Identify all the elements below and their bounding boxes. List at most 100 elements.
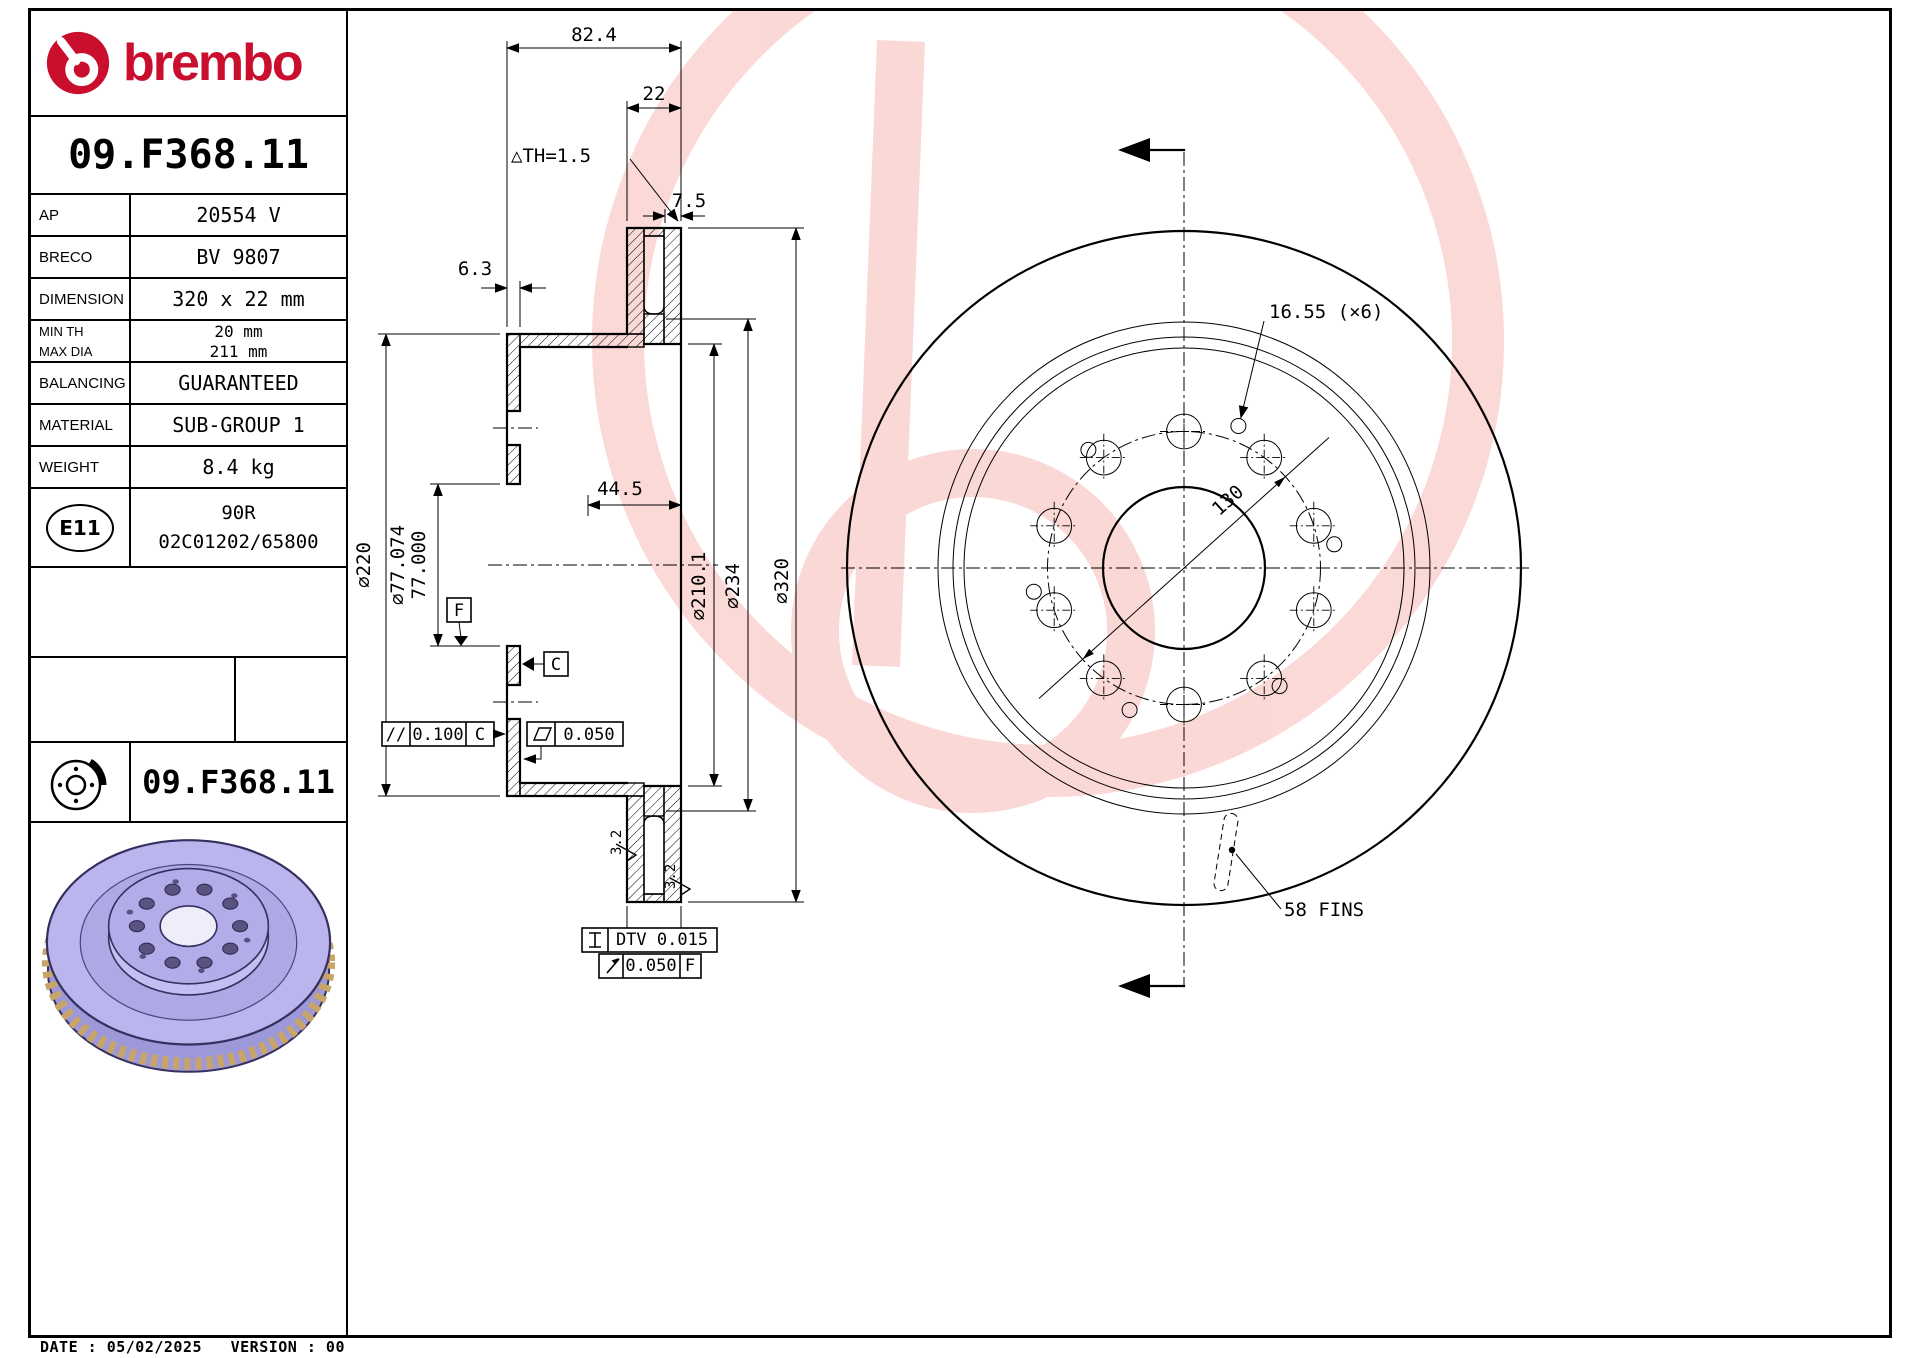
- dim-dia-inner-friction: ⌀210.1: [688, 552, 710, 621]
- brake-disc-icon: [50, 759, 107, 811]
- hat-circle: [952, 336, 1416, 800]
- e11-badge: E11: [46, 503, 114, 552]
- part-number: 09.F368.11: [31, 117, 346, 195]
- roughness-value: 3.2: [663, 864, 679, 889]
- spec-label: MATERIAL: [31, 405, 131, 445]
- datum-c: C: [522, 651, 569, 677]
- spec-row-breco: BRECO BV 9807: [31, 237, 346, 279]
- extension-lines: [378, 41, 804, 928]
- small-holes-label: 16.55 (×6): [1269, 301, 1383, 323]
- dim-dia-outer: ⌀320: [771, 558, 793, 604]
- dim-small-holes: 16.55 (×6): [1238, 301, 1383, 419]
- brand-wordmark: brembo: [123, 34, 304, 92]
- brand-block: brembo: [31, 11, 346, 117]
- brembo-emblem: [46, 31, 110, 95]
- spec-label: BRECO: [31, 237, 131, 277]
- dtv-frame: DTV 0.015: [581, 927, 718, 953]
- friction-inner-circle: [963, 347, 1405, 789]
- homologation-line1: 90R: [221, 502, 256, 524]
- parallelism-value: 0.100: [412, 725, 463, 745]
- spec-label: MAX DIA: [31, 342, 131, 361]
- homologation-line2: 02C01202/65800: [158, 530, 319, 553]
- bolt-holes: [128, 883, 249, 969]
- spec-value: GUARANTEED: [178, 371, 299, 395]
- spec-row-minth: MIN TH 20 mm: [31, 321, 346, 342]
- fins-label: 58 FINS: [1284, 899, 1364, 921]
- hole-crosshairs: [1030, 407, 1338, 729]
- fin-leader-dot: [1228, 846, 1236, 854]
- dim-dia-hat: ⌀220: [353, 542, 375, 588]
- runout-value: 0.050: [625, 956, 676, 976]
- spec-label: MIN TH: [31, 321, 131, 342]
- outer-diameter-circle: [845, 229, 1523, 907]
- disc-render-area: [36, 823, 341, 1091]
- vent-channel-bottom: [643, 815, 665, 895]
- datum-f-label: F: [454, 601, 464, 621]
- fins-note: 58 FINS: [1213, 812, 1364, 921]
- spec-value: 211 mm: [209, 342, 268, 361]
- homologation-row: E11 90R 02C01202/65800: [31, 489, 346, 568]
- dim-bore-min: 77.000: [408, 531, 430, 600]
- section-view-arrow-top: [1118, 138, 1186, 162]
- dim-flange-thickness: 6.3: [458, 258, 492, 280]
- drawing-frame: brembo 09.F368.11 AP 20554 V BRECO BV 98…: [28, 8, 1892, 1338]
- front-view: 130 16.55 (×6) 58 FINS: [841, 138, 1529, 998]
- homologation-badge-cell: E11: [31, 489, 131, 566]
- flatness-frame: 0.050: [523, 721, 624, 764]
- vent-channel-top: [643, 235, 665, 315]
- section-view-arrow-bottom: [1118, 974, 1186, 998]
- dtv-icon: [589, 932, 601, 948]
- runout-frame: 0.050 F: [598, 953, 702, 979]
- dim-overall-width: 82.4: [571, 24, 617, 46]
- dim-thickness: 22: [643, 83, 666, 105]
- bolt-circle: [1047, 431, 1321, 705]
- brembo-watermark: [592, 11, 1504, 813]
- small-holes: [126, 879, 251, 974]
- sidebar: brembo 09.F368.11 AP 20554 V BRECO BV 98…: [31, 11, 348, 1335]
- spec-value: 8.4 kg: [202, 455, 275, 479]
- dim-bore-max: ⌀77.074: [387, 525, 409, 605]
- center-bore-circle: [1101, 485, 1267, 651]
- spec-row-maxdia: MAX DIA 211 mm: [31, 342, 346, 363]
- disc-3d-render: [41, 839, 336, 1073]
- dim-offset: 7.5: [672, 190, 706, 212]
- spec-row-dimension: DIMENSION 320 x 22 mm: [31, 279, 346, 321]
- spec-value: 20554 V: [196, 203, 281, 227]
- blank-row-2: [31, 658, 346, 743]
- vent-circle: [937, 321, 1431, 815]
- spec-label: WEIGHT: [31, 447, 131, 487]
- datum-f: F: [446, 597, 472, 646]
- spec-value: SUB-GROUP 1: [172, 413, 305, 437]
- divider: [234, 658, 236, 741]
- spec-value: 320 x 22 mm: [172, 287, 305, 311]
- roughness-value: 3.2: [609, 830, 625, 855]
- blank-row-1: [31, 568, 346, 658]
- spec-row-weight: WEIGHT 8.4 kg: [31, 447, 346, 489]
- pictogram-cell: [31, 743, 131, 821]
- dim-hat-depth: 44.5: [597, 478, 643, 500]
- spec-row-balancing: BALANCING GUARANTEED: [31, 363, 346, 405]
- flatness-icon: [532, 727, 553, 741]
- spec-label: DIMENSION: [31, 279, 131, 319]
- dim-dia-vent: ⌀234: [722, 563, 744, 609]
- dtv-label: DTV 0.015: [616, 930, 708, 950]
- parallelism-symbol: //: [386, 725, 406, 745]
- parallelism-datum: C: [475, 725, 485, 745]
- section-view: 82.4 22 △TH=1.5 7.5 6.3 44.5 ⌀220 ⌀77.07…: [353, 24, 804, 979]
- pictogram-row: 09.F368.11: [31, 743, 346, 823]
- small-holes: [1025, 418, 1343, 718]
- roughness-mark-2: 3.2: [663, 864, 692, 896]
- spec-row-material: MATERIAL SUB-GROUP 1: [31, 405, 346, 447]
- dim-bolt-circle-label: 130: [1208, 481, 1248, 520]
- spec-row-ap: AP 20554 V: [31, 195, 346, 237]
- technical-drawing: 130 16.55 (×6) 58 FINS: [353, 11, 1529, 998]
- parallelism-frame: // 0.100 C: [381, 721, 506, 747]
- dim-wear-note: △TH=1.5: [511, 145, 591, 167]
- roughness-mark-1: 3.2: [609, 830, 638, 862]
- spec-value: 20 mm: [214, 322, 263, 341]
- footer-part-number: 09.F368.11: [142, 763, 335, 801]
- spec-label: AP: [31, 195, 131, 235]
- runout-datum: F: [685, 956, 695, 976]
- spec-value: BV 9807: [196, 245, 281, 269]
